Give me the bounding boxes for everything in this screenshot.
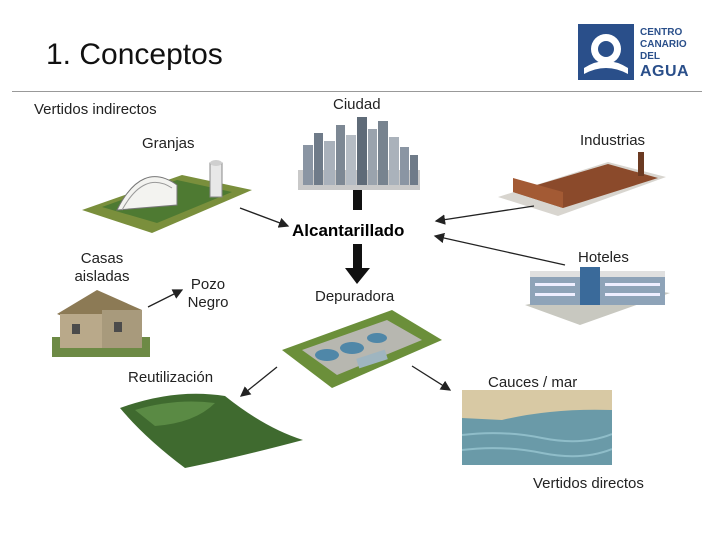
hoteles-label: Hoteles	[578, 249, 629, 266]
land-image	[120, 393, 303, 468]
granjas-label: Granjas	[142, 135, 195, 152]
logo-line3: DEL	[640, 51, 660, 62]
industry-arrow	[434, 205, 535, 225]
vertidos-indirectos-label: Vertidos indirectos	[34, 101, 157, 118]
ciudad-label: Ciudad	[333, 96, 381, 113]
sewer-to-plant-arrow	[345, 244, 370, 284]
pozo-negro-line2: Negro	[187, 294, 229, 311]
hotel-arrow	[433, 232, 566, 266]
cauces-mar-label: Cauces / mar	[488, 374, 578, 391]
logo-line1: CENTRO	[640, 27, 683, 38]
title-divider	[12, 91, 702, 92]
hotel-image	[525, 267, 670, 325]
reuse-arrow	[239, 366, 278, 397]
farm-image	[82, 160, 252, 233]
water-image	[462, 390, 612, 465]
casas-aisladas-line1: Casas	[80, 250, 124, 267]
depuradora-label: Depuradora	[315, 288, 395, 305]
water-arrow	[411, 365, 452, 391]
pozo-negro-line1: Pozo	[190, 276, 226, 293]
page-title: 1. Conceptos	[46, 38, 223, 71]
farm-arrow	[239, 207, 290, 228]
reutilizacion-label: Reutilización	[128, 369, 214, 386]
treatment-plant-image	[282, 310, 442, 388]
casas-aisladas-line2: aisladas	[74, 268, 130, 285]
casas-aisladas-label: Casas aisladas	[64, 250, 140, 286]
pozo-negro-label: Pozo Negro	[180, 276, 236, 312]
logo-line2: CANARIO	[640, 39, 687, 50]
logo-line4: AGUA	[640, 63, 690, 80]
industry-image	[498, 152, 666, 216]
vertidos-directos-label: Vertidos directos	[533, 475, 644, 492]
city-image	[298, 117, 420, 190]
city-to-sewer-arrow	[353, 190, 362, 210]
industrias-label: Industrias	[580, 132, 646, 149]
alcantarillado-label: Alcantarillado	[292, 221, 405, 240]
centro-canario-del-agua-logo	[578, 24, 634, 80]
logo-text: CENTRO CANARIO DEL AGUA	[640, 27, 689, 80]
house-image	[52, 290, 150, 357]
house-arrow	[147, 289, 184, 308]
